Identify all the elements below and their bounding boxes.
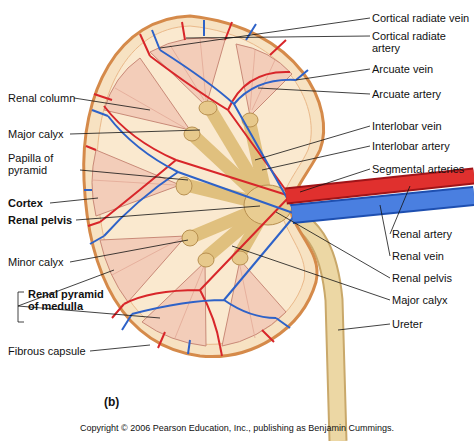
part-label: Cortex	[8, 197, 68, 209]
part-label: Major calyx	[392, 294, 472, 306]
fibrous-capsule	[84, 16, 324, 357]
renal-artery	[286, 176, 474, 196]
part-label: Ureter	[392, 318, 472, 330]
renal-artery-outline	[286, 176, 474, 196]
part-label: Renal pyramid of medulla	[28, 288, 113, 312]
part-label: Segmental arteries	[372, 163, 472, 175]
part-label: Arcuate artery	[372, 88, 472, 100]
part-label: Major calyx	[8, 128, 88, 140]
part-label: Renal artery	[392, 228, 472, 240]
part-label: (b)	[104, 396, 134, 408]
part-label: Arcuate vein	[372, 63, 472, 75]
part-label: Fibrous capsule	[8, 345, 98, 357]
part-label: Renal pelvis	[392, 272, 472, 284]
part-label: Interlobar artery	[372, 140, 472, 152]
part-label: Interlobar vein	[372, 120, 472, 132]
part-label: Cortical radiate vein	[372, 12, 472, 24]
veins	[84, 20, 308, 354]
copyright-caption: Copyright © 2006 Pearson Education, Inc.…	[0, 422, 474, 434]
arteries	[86, 22, 290, 356]
leader-lines	[18, 18, 410, 351]
part-label: Renal column	[8, 92, 88, 104]
part-label: Papilla of pyramid	[8, 152, 70, 176]
calyces	[190, 112, 268, 256]
part-label: Minor calyx	[8, 256, 88, 268]
part-label: Cortical radiate artery	[372, 30, 472, 54]
part-label: Renal vein	[392, 250, 472, 262]
part-label: Renal pelvis	[8, 214, 88, 226]
